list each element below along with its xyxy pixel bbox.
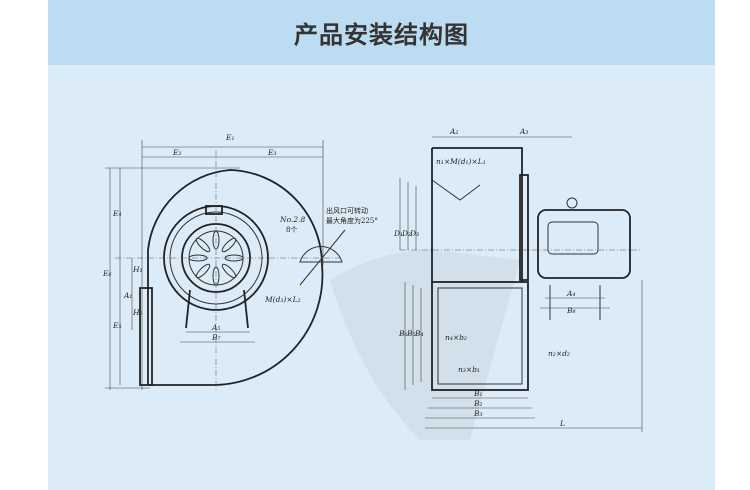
dim-b7: B₇ bbox=[211, 333, 221, 342]
note-rotation-line1: 出风口可转动 bbox=[326, 206, 368, 215]
dim-b1: B₁ bbox=[473, 389, 483, 398]
callout-holes: n₂×d₂ bbox=[548, 349, 570, 358]
dim-a2: A₂ bbox=[449, 127, 458, 136]
dim-l: L bbox=[559, 419, 565, 428]
dim-b8: B₈ bbox=[566, 306, 576, 315]
dim-e5: E₅ bbox=[112, 321, 121, 330]
callout-bolts: No.2.8 bbox=[279, 215, 305, 224]
dim-h1: H₁ bbox=[132, 265, 143, 274]
note-rotation-line2: 最大角度为225° bbox=[326, 216, 378, 225]
dim-e1: E₁ bbox=[225, 133, 234, 142]
dim-b3: B₃ bbox=[473, 409, 483, 418]
dim-e6: E₆ bbox=[102, 269, 111, 278]
dim-b5: B₅ bbox=[406, 329, 416, 338]
dim-e3: E₃ bbox=[267, 148, 276, 157]
page-title: 产品安装结构图 bbox=[294, 20, 469, 49]
dim-a4: A₄ bbox=[566, 289, 575, 298]
dim-d3: D₃ bbox=[409, 229, 419, 238]
dim-a5: A₅ bbox=[211, 323, 220, 332]
dim-e2: E₂ bbox=[172, 148, 181, 157]
dim-d2: D₂ bbox=[401, 229, 411, 238]
dim-e4: E₄ bbox=[112, 209, 121, 218]
callout-b1: n₃×b₁ bbox=[458, 365, 480, 374]
callout-foot-bolt: M(d₃)×L₂ bbox=[264, 295, 301, 304]
dim-b2: B₂ bbox=[473, 399, 483, 408]
dim-a3: A₃ bbox=[519, 127, 528, 136]
dim-d1: D₁ bbox=[393, 229, 403, 238]
callout-count: 8个 bbox=[286, 226, 297, 234]
dim-b6: B₆ bbox=[398, 329, 408, 338]
callout-flange-bolts: n₁×M(d₁)×L₁ bbox=[436, 157, 486, 166]
dim-b4: B₄ bbox=[414, 329, 424, 338]
dim-h2: H₂ bbox=[132, 308, 143, 317]
side-view bbox=[399, 136, 643, 432]
dim-a1: A₁ bbox=[123, 291, 132, 300]
title-banner: 产品安装结构图 bbox=[48, 0, 715, 65]
watermark bbox=[330, 250, 520, 440]
front-view bbox=[105, 140, 346, 390]
callout-b2: n₄×b₂ bbox=[445, 333, 467, 342]
